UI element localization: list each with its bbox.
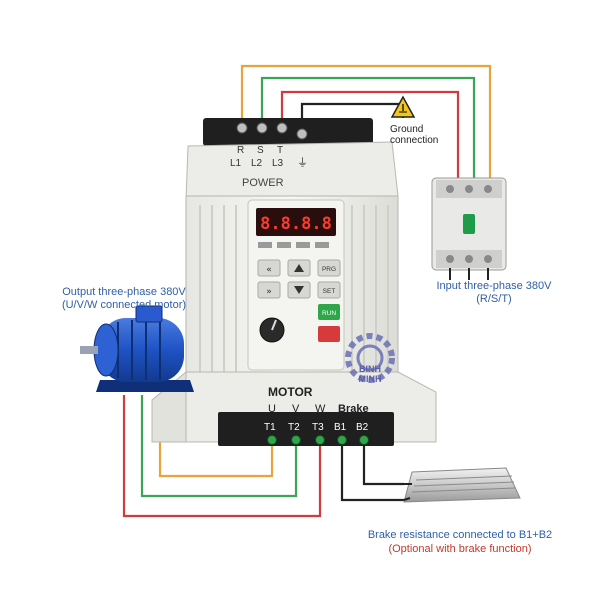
down-arrow-icon [294, 286, 304, 294]
shift-key[interactable] [257, 281, 281, 299]
ground-connection-line1: Ground [390, 124, 424, 135]
terminal-t3: T3 [312, 422, 324, 433]
wire-v-green [140, 395, 298, 498]
motor-label: MOTOR [268, 385, 313, 399]
terminal-l2: L2 [251, 158, 263, 169]
terminal-u: U [268, 403, 276, 415]
input-label-line2: (R/S/T) [476, 293, 512, 305]
esc-key-glyph-icon: « [266, 265, 272, 275]
motor-base [96, 380, 194, 392]
watermark-gear-icon [345, 333, 395, 383]
brake-label: Brake resistance connected to B1+B2 (Opt… [340, 528, 580, 556]
wire-b2-black [362, 440, 404, 486]
terminal-v: V [292, 403, 300, 415]
wire-t-red [280, 90, 460, 182]
device-text: R S T L1 L2 L3 ⏚ POWER 8.8.8.8 PRG SET R… [230, 145, 382, 433]
resistor-body [403, 467, 521, 503]
motor-shaft [80, 346, 98, 354]
resistor-fins [411, 475, 517, 493]
watermark-line1: BINH [359, 364, 381, 374]
top-terminal-block [203, 118, 373, 146]
bottom-screws [267, 435, 369, 445]
output-label-line1: Output three-phase 380V [62, 286, 186, 298]
knob-pointer [271, 319, 277, 331]
motor [80, 305, 194, 392]
terminal-t1: T1 [264, 422, 276, 433]
brake-label-line2: (Optional with brake function) [388, 543, 532, 555]
stop-key[interactable] [318, 326, 340, 342]
ground-symbol-icon: ⏚ [297, 156, 308, 169]
run-key-label: RUN [322, 310, 336, 317]
esc-key[interactable] [257, 259, 281, 277]
output-label-line2: (U/V/W connected motor) [61, 299, 187, 311]
watermark-line2: MINH [359, 374, 382, 384]
set-key[interactable] [317, 281, 341, 299]
terminal-w: W [315, 403, 326, 415]
terminal-b2: B2 [356, 422, 369, 433]
motor-fins [117, 320, 161, 380]
body-ribs [199, 205, 389, 380]
keypad: « » [257, 259, 341, 342]
top-screws [236, 122, 308, 140]
terminal-b1: B1 [334, 422, 347, 433]
indicator-leds [258, 242, 329, 248]
up-arrow-icon [294, 264, 304, 272]
terminal-r: R [237, 145, 244, 156]
watermark [345, 333, 395, 383]
output-wires [122, 395, 404, 518]
wire-b1-black [340, 440, 404, 502]
terminal-t2: T2 [288, 422, 300, 433]
wire-w-red [122, 395, 322, 518]
brake-terminal-label: Brake [338, 403, 369, 415]
terminal-l3: L3 [272, 158, 284, 169]
motor-housing [100, 318, 184, 382]
brake-label-line1: Brake resistance connected to B1+B2 [367, 529, 553, 541]
ground-warning [390, 95, 416, 118]
ground-connection-label: Ground connection [390, 124, 438, 146]
terminal-t: T [277, 145, 283, 156]
set-key-label: SET [323, 288, 336, 295]
brake-resistor [403, 467, 521, 503]
breaker-toggle[interactable] [463, 214, 475, 234]
prg-key[interactable] [317, 259, 341, 277]
power-label: POWER [242, 177, 284, 189]
terminal-s: S [257, 145, 264, 156]
top-cover [185, 141, 399, 201]
output-label: Output three-phase 380V (U/V/W connected… [44, 286, 204, 312]
input-label-line1: Input three-phase 380V [436, 280, 552, 292]
shift-key-glyph-icon: » [266, 287, 272, 297]
run-key[interactable] [318, 304, 340, 320]
wire-s-green [260, 76, 476, 182]
ground-connection-line2: connection [390, 135, 439, 146]
led-display [256, 208, 336, 236]
terminal-l1: L1 [230, 158, 242, 169]
bottom-terminal-block [218, 412, 394, 446]
display-digits: 8.8.8.8 [260, 214, 332, 234]
circuit-breaker [431, 177, 507, 280]
breaker-screws [446, 185, 492, 263]
prg-key-label: PRG [322, 266, 336, 273]
input-label: Input three-phase 380V (R/S/T) [414, 280, 574, 306]
wire-r-orange [240, 64, 492, 182]
motor-junction-box [135, 305, 163, 323]
inverter: « » [151, 118, 437, 446]
